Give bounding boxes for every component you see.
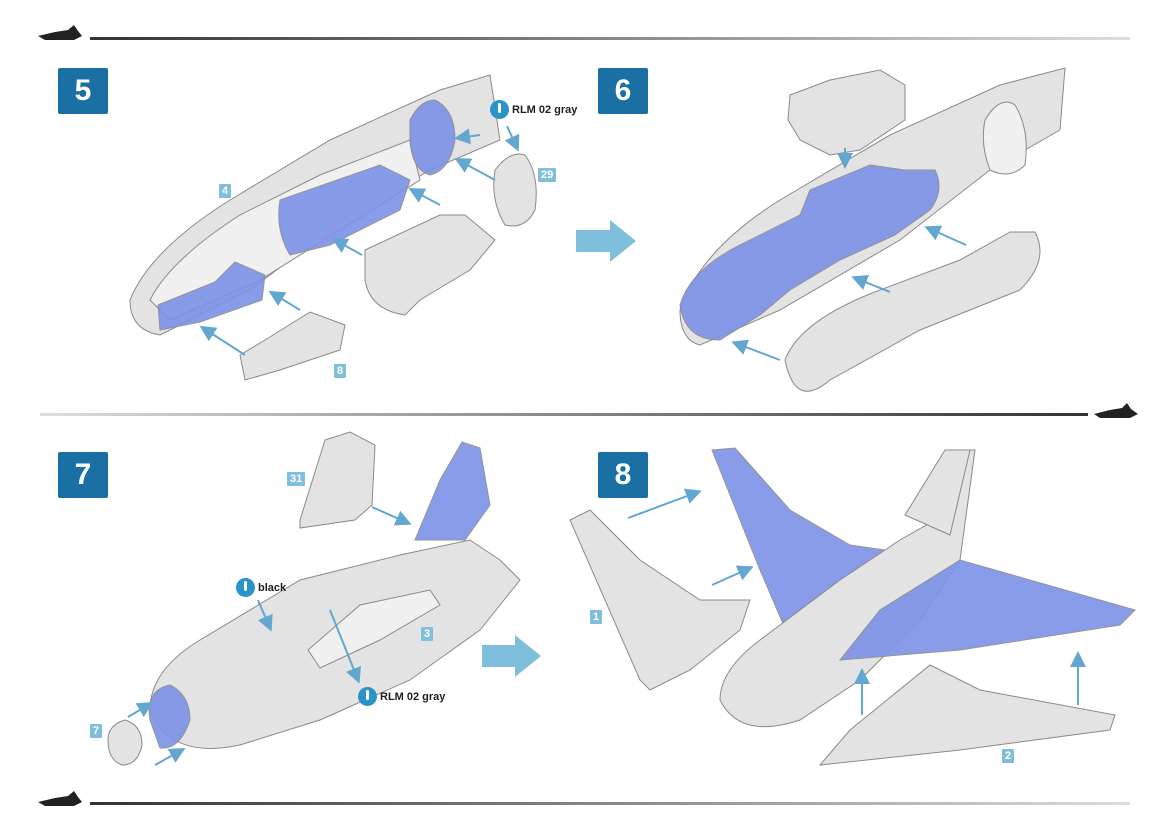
step-7-badge: 7 (58, 452, 108, 498)
step-5-arrows (199, 125, 520, 356)
wing-part-1 (569, 509, 751, 691)
instrument-panel-part (787, 69, 906, 156)
right-wing-highlight (838, 559, 1136, 661)
step-8-arrows (627, 488, 1086, 715)
part-number-label: 1 (590, 610, 603, 624)
step-arrow-icon (576, 220, 636, 262)
paint-color-label: RLM 02 gray (380, 690, 446, 703)
tail-fin-part-31 (299, 431, 376, 529)
part-number-label: 3 (421, 627, 434, 641)
paint-color-label: RLM 02 gray (512, 103, 578, 116)
middle-separator (40, 403, 1138, 418)
paint-callout: RLM 02 gray (490, 100, 577, 119)
intake-part (364, 214, 496, 316)
bottom-separator (38, 791, 1130, 806)
step-6-illustration (679, 67, 1066, 392)
paint-callout: black (236, 578, 286, 597)
wing-slot (307, 589, 441, 669)
plane-silhouette-icon (1094, 403, 1138, 418)
step-5-badge: 5 (58, 68, 108, 114)
paint-drop-icon (236, 578, 255, 597)
step-8-badge: 8 (598, 452, 648, 498)
step-8-illustration (569, 447, 1136, 766)
plane-silhouette-icon (38, 791, 82, 806)
paint-drop-icon (358, 687, 377, 706)
exhaust-ring-highlight (148, 684, 191, 749)
top-separator (38, 25, 1130, 40)
exhaust-part-7 (107, 719, 143, 766)
tail-fin-highlight (414, 441, 491, 541)
part-number-label: 29 (538, 168, 557, 182)
cockpit-assembly-highlight (679, 164, 940, 341)
wing-part-2 (818, 664, 1116, 766)
step-6-badge: 6 (598, 68, 648, 114)
step-7-illustration (107, 431, 521, 766)
plane-silhouette-icon (38, 25, 82, 40)
part-number-label: 4 (219, 184, 232, 198)
tail-fin (904, 449, 971, 536)
part-number-label: 2 (1002, 749, 1015, 763)
step-5-illustration (129, 74, 537, 381)
step-arrow-icon (482, 635, 541, 677)
nose-gear-bay-highlight (157, 261, 266, 331)
part-number-label: 7 (90, 724, 103, 738)
paint-callout: RLM 02 gray (358, 687, 445, 706)
bulkhead-part-29 (493, 153, 537, 227)
bulkhead-highlight (409, 99, 456, 176)
step-7-arrows (127, 506, 412, 766)
aircraft-fuselage (719, 449, 976, 728)
part-number-label: 8 (334, 364, 347, 378)
step-6-arrows (731, 148, 967, 361)
gear-bay-part-8 (239, 311, 346, 381)
intake-duct-part (784, 231, 1041, 392)
part-number-label: 31 (287, 472, 306, 486)
cockpit-tub-highlight (278, 164, 411, 256)
paint-color-label: black (258, 581, 287, 594)
paint-drop-icon (490, 100, 509, 119)
